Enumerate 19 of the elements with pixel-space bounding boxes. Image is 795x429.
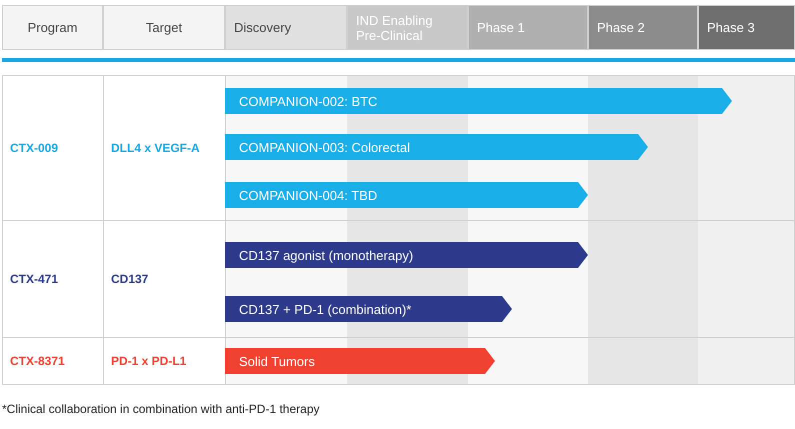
column-header: Program: [2, 5, 103, 50]
phase-bar: COMPANION-004: TBD: [225, 182, 588, 208]
program-name: CTX-8371: [10, 354, 65, 368]
column-header: Target: [103, 5, 225, 50]
phase-bar: COMPANION-003: Colorectal: [225, 134, 648, 160]
phase-bar: Solid Tumors: [225, 348, 495, 374]
column-header: Phase 2: [588, 5, 698, 50]
target-name: DLL4 x VEGF-A: [111, 140, 200, 154]
footnote: *Clinical collaboration in combination with anti-PD-1 therapy: [2, 402, 320, 418]
column-header: Phase 1: [468, 5, 588, 50]
phase-bar: CD137 + PD-1 (combination)*: [225, 296, 512, 322]
target-name: CD137: [111, 272, 148, 286]
program-name: CTX-009: [10, 140, 58, 154]
target-name: PD-1 x PD-L1: [111, 354, 186, 368]
program-name: CTX-471: [10, 272, 58, 286]
column-header: Discovery: [225, 5, 347, 50]
phase-bar: COMPANION-002: BTC: [225, 88, 732, 114]
column-header: Phase 3: [698, 5, 795, 50]
phase-bar: CD137 agonist (monotherapy): [225, 242, 588, 268]
